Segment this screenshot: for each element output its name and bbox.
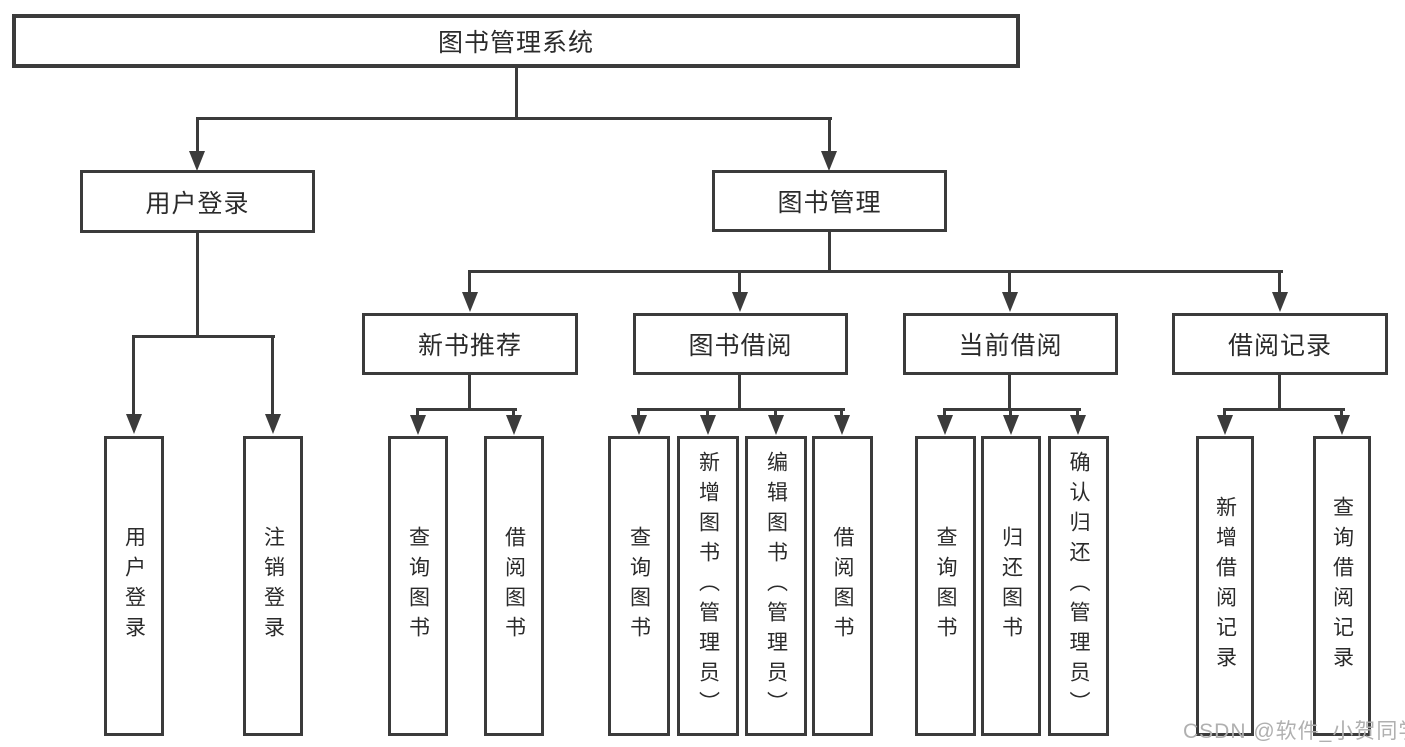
leaf-edit-books-admin: 编辑图书（管理员） <box>745 436 807 736</box>
leaf-borrow-books-recommend: 借阅图书 <box>484 436 544 736</box>
connector-line <box>1223 408 1226 418</box>
leaf-label: 查询图书 <box>934 526 957 646</box>
connector-line <box>774 408 777 418</box>
connector-line <box>271 335 274 417</box>
arrowhead-down-icon <box>1217 415 1233 435</box>
connector-line <box>1076 408 1079 418</box>
arrowhead-down-icon <box>506 415 522 435</box>
node-label: 当前借阅 <box>958 332 1063 360</box>
connector-line <box>1008 375 1011 410</box>
leaf-label: 用户登录 <box>122 526 146 646</box>
connector-line <box>1009 408 1012 418</box>
connector-line <box>637 408 845 411</box>
connector-line <box>468 270 1283 273</box>
leaf-borrow-books: 借阅图书 <box>812 436 873 736</box>
leaf-query-books-current: 查询图书 <box>915 436 976 736</box>
connector-line <box>196 117 832 120</box>
leaf-label: 查询图书 <box>406 526 430 646</box>
connector-line <box>706 408 709 418</box>
arrowhead-down-icon <box>631 415 647 435</box>
connector-line <box>515 68 518 119</box>
connector-line <box>132 335 135 417</box>
connector-line <box>416 408 419 418</box>
node-label: 新书推荐 <box>417 332 522 360</box>
node-borrowing-records: 借阅记录 <box>1172 313 1388 375</box>
leaf-user-login: 用户登录 <box>104 436 164 736</box>
arrowhead-down-icon <box>265 414 281 434</box>
connector-line <box>1223 408 1345 411</box>
csdn-watermark: CSDN @软件_小贺同学 <box>1183 720 1405 743</box>
node-label: 图书借阅 <box>688 332 793 360</box>
arrowhead-down-icon <box>768 415 784 435</box>
leaf-logout: 注销登录 <box>243 436 303 736</box>
connector-line <box>828 232 831 272</box>
node-book-management: 图书管理 <box>712 170 947 232</box>
leaf-confirm-return-admin: 确认归还（管理员） <box>1048 436 1109 736</box>
node-library-management-system: 图书管理系统 <box>12 14 1020 68</box>
leaf-add-books-admin: 新增图书（管理员） <box>677 436 739 736</box>
arrowhead-down-icon <box>1272 292 1288 312</box>
arrowhead-down-icon <box>189 151 205 171</box>
leaf-label: 确认归还（管理员） <box>1067 451 1090 721</box>
connector-line <box>637 408 640 418</box>
arrowhead-down-icon <box>834 415 850 435</box>
connector-line <box>468 270 471 294</box>
node-book-borrowing: 图书借阅 <box>633 313 848 375</box>
leaf-query-books-recommend: 查询图书 <box>388 436 448 736</box>
node-label: 图书管理系统 <box>437 29 594 57</box>
arrowhead-down-icon <box>410 415 426 435</box>
connector-line <box>1340 408 1343 418</box>
arrowhead-down-icon <box>462 292 478 312</box>
node-label: 图书管理 <box>777 189 882 217</box>
connector-line <box>1278 375 1281 410</box>
arrowhead-down-icon <box>1334 415 1350 435</box>
leaf-label: 借阅图书 <box>502 526 526 646</box>
connector-line <box>1008 270 1011 294</box>
connector-line <box>196 117 199 153</box>
leaf-query-books-borrowing: 查询图书 <box>608 436 670 736</box>
connector-line <box>132 335 275 338</box>
arrowhead-down-icon <box>821 151 837 171</box>
connector-line <box>828 117 831 153</box>
leaf-label: 编辑图书（管理员） <box>764 451 788 721</box>
arrowhead-down-icon <box>937 415 953 435</box>
arrowhead-down-icon <box>1002 292 1018 312</box>
arrowhead-down-icon <box>732 292 748 312</box>
node-current-borrowing: 当前借阅 <box>903 313 1118 375</box>
leaf-label: 新增借阅记录 <box>1213 496 1237 676</box>
leaf-label: 注销登录 <box>261 526 285 646</box>
node-label: 借阅记录 <box>1227 332 1332 360</box>
node-user-login: 用户登录 <box>80 170 315 233</box>
leaf-return-books: 归还图书 <box>981 436 1041 736</box>
connector-line <box>943 408 946 418</box>
connector-line <box>416 408 517 411</box>
arrowhead-down-icon <box>700 415 716 435</box>
connector-line <box>196 233 199 337</box>
connector-line <box>1278 270 1281 294</box>
connector-line <box>943 408 1081 411</box>
arrowhead-down-icon <box>1070 415 1086 435</box>
connector-line <box>840 408 843 418</box>
leaf-label: 新增图书（管理员） <box>696 451 720 721</box>
connector-line <box>468 375 471 410</box>
leaf-label: 查询图书 <box>627 526 651 646</box>
leaf-query-borrow-record: 查询借阅记录 <box>1313 436 1371 736</box>
arrowhead-down-icon <box>1003 415 1019 435</box>
node-new-book-recommend: 新书推荐 <box>362 313 578 375</box>
leaf-label: 归还图书 <box>999 526 1023 646</box>
leaf-label: 借阅图书 <box>831 526 854 646</box>
connector-line <box>512 408 515 418</box>
node-label: 用户登录 <box>145 189 250 218</box>
leaf-label: 查询借阅记录 <box>1330 496 1354 676</box>
leaf-add-borrow-record: 新增借阅记录 <box>1196 436 1254 736</box>
connector-line <box>738 375 741 410</box>
connector-line <box>738 270 741 294</box>
arrowhead-down-icon <box>126 414 142 434</box>
